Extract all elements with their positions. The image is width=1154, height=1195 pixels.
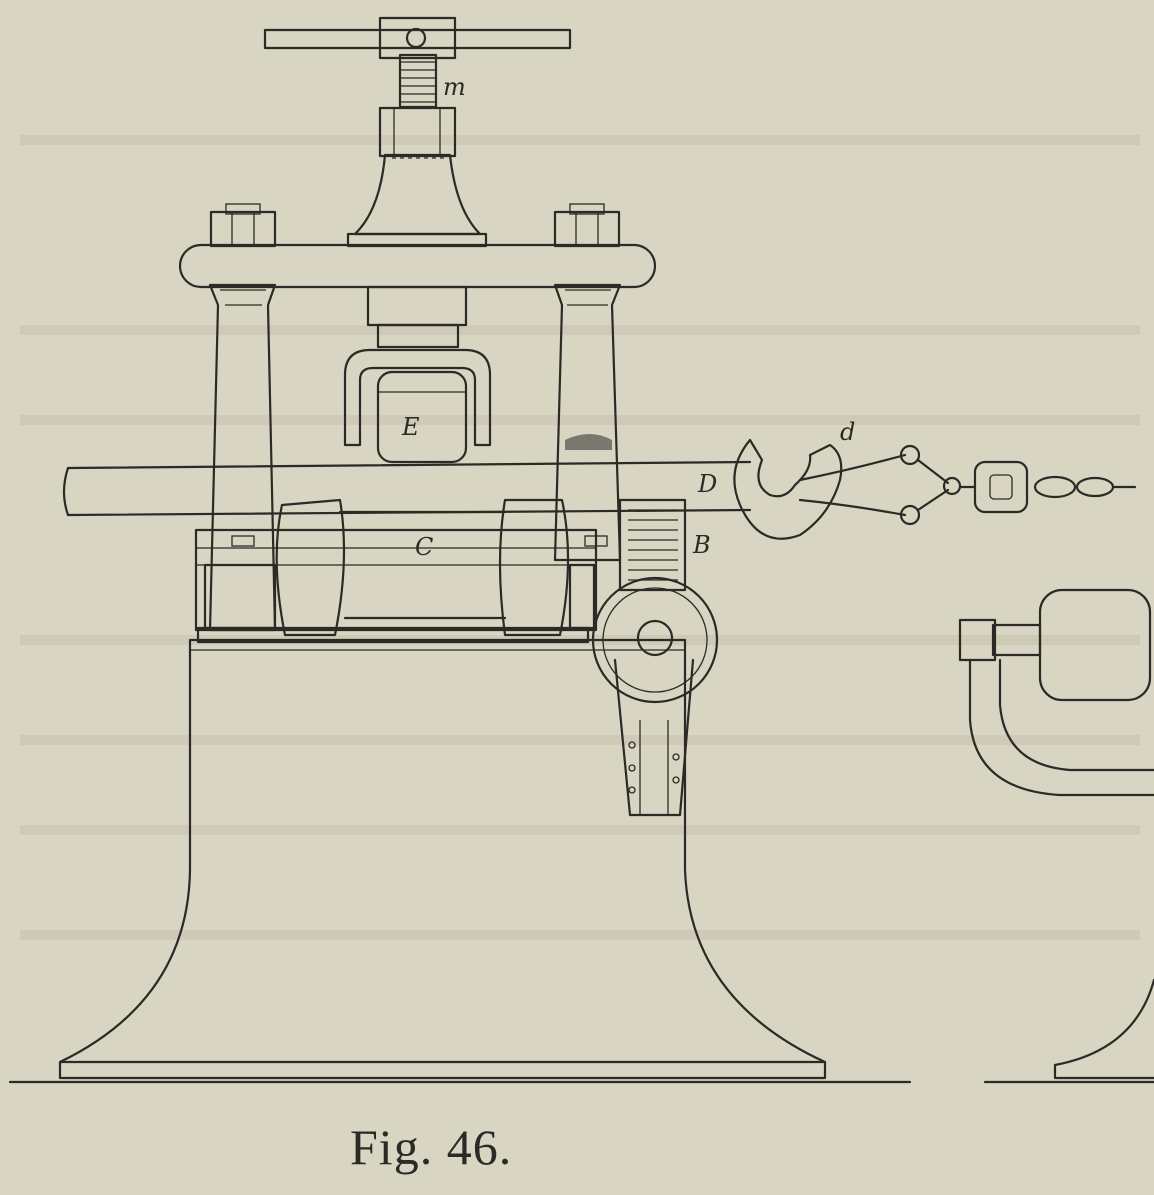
label-m: m [443, 73, 466, 101]
pulley-lever[interactable] [591, 576, 719, 817]
right-nut [553, 203, 621, 248]
label-B: B [692, 531, 711, 559]
ram [343, 285, 492, 447]
chain [958, 460, 1137, 514]
t-handle[interactable] [263, 16, 572, 60]
label-E: E [401, 413, 420, 441]
left-column [208, 283, 277, 632]
bed-bolts [231, 535, 608, 547]
label-d: d [840, 418, 855, 446]
roller-C [275, 498, 570, 637]
spring-B [618, 498, 687, 592]
show-through-texture [20, 135, 1140, 940]
bed-plate [194, 528, 598, 644]
label-C: C [415, 533, 433, 561]
left-nut [209, 203, 277, 248]
pedestal [58, 638, 827, 1080]
screw-housing [346, 106, 488, 248]
figure-caption: Fig. 46. [350, 1119, 513, 1175]
crosshead [178, 243, 657, 289]
second-view-partial [958, 588, 1154, 1080]
screw-spindle [398, 53, 438, 109]
tongs-d[interactable] [733, 438, 962, 540]
workpiece-bar-D [62, 460, 752, 517]
label-D: D [697, 470, 717, 498]
upper-die-E [376, 370, 468, 464]
part-labels: m E d D C B [401, 73, 855, 561]
